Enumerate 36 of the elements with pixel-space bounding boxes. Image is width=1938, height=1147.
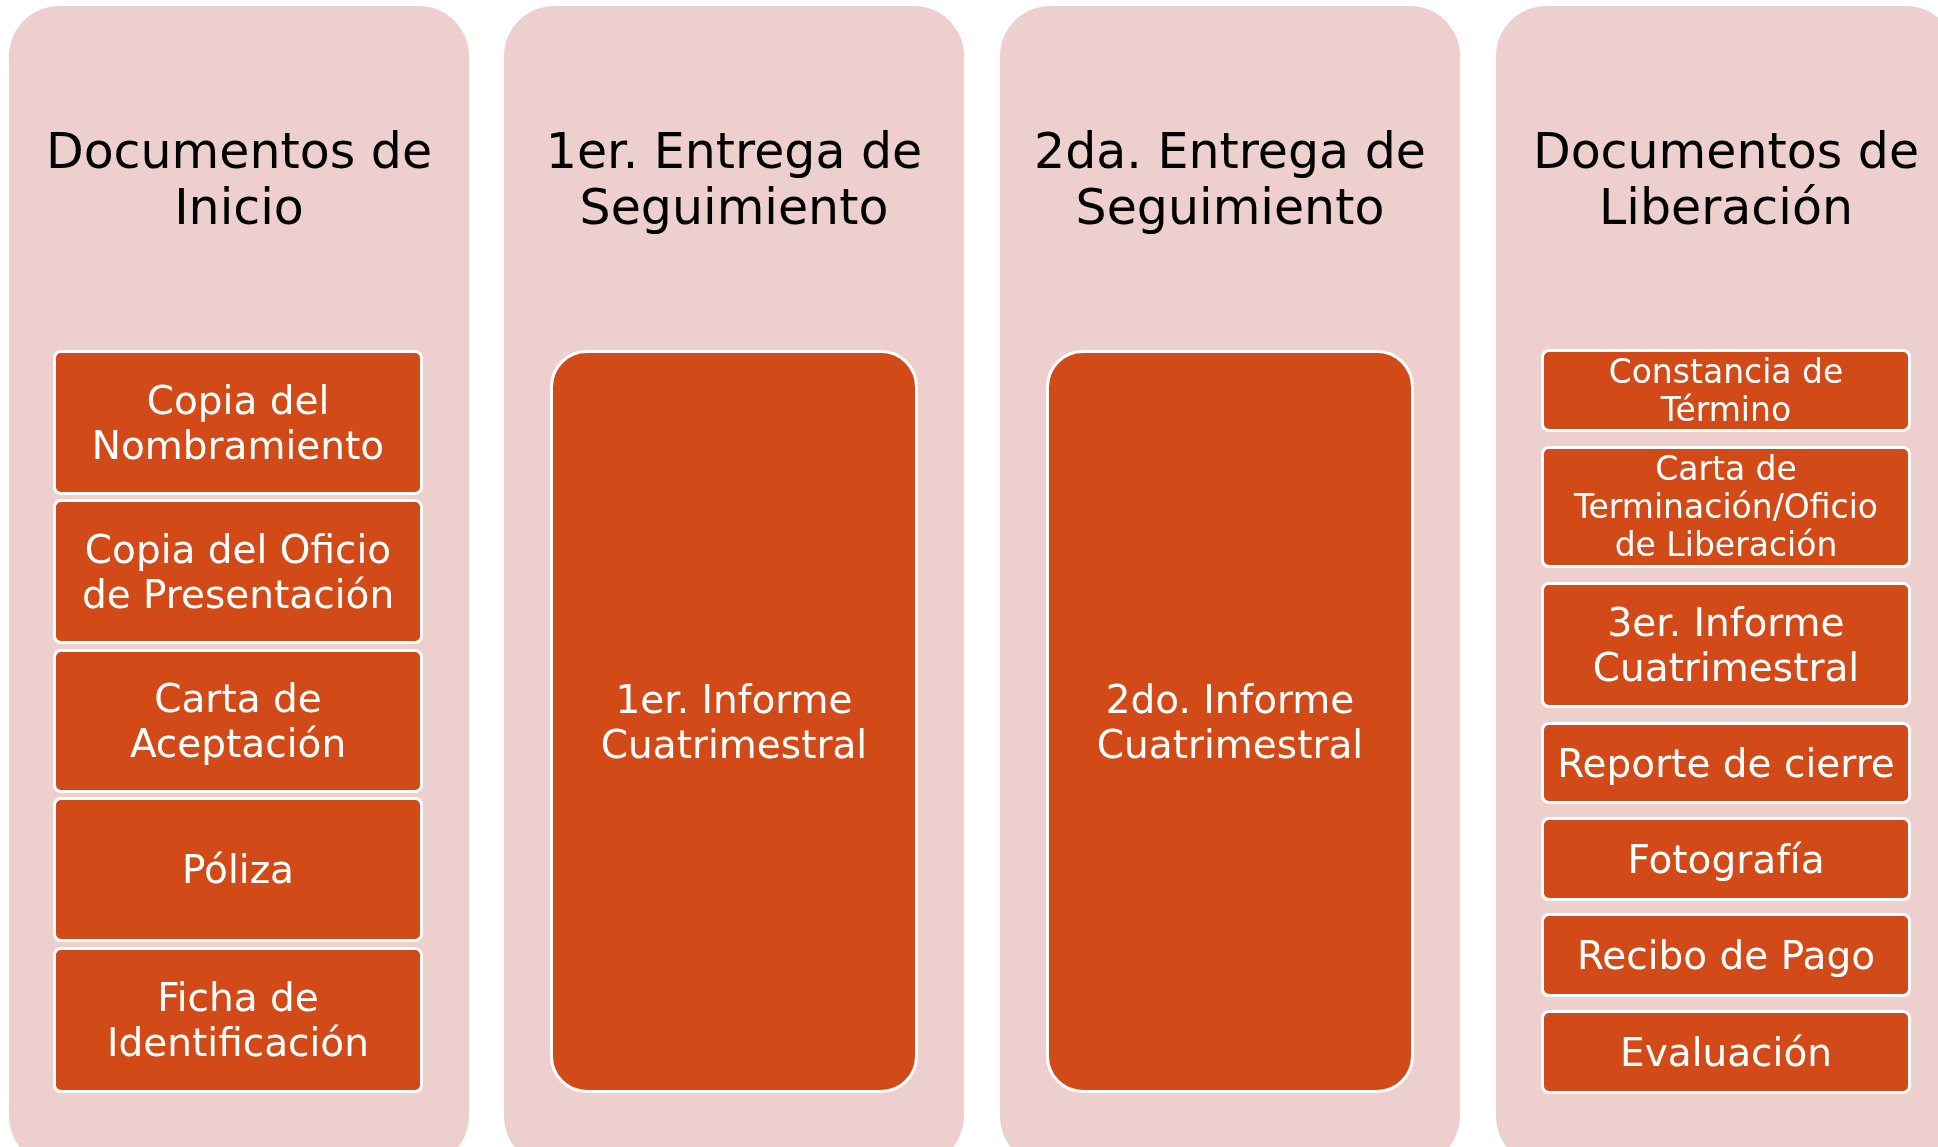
document-box [1541, 582, 1911, 708]
document-label: Ficha de Identificación [106, 975, 370, 1065]
document-label: Fotografía [1626, 836, 1826, 882]
document-label: Recibo de Pago [1575, 932, 1877, 978]
document-label: Reporte de cierre [1556, 740, 1896, 786]
document-box [1541, 1010, 1911, 1094]
document-box [1541, 913, 1911, 997]
column-heading: Documentos de Inicio [44, 124, 434, 236]
document-label: Copia del Oficio de Presentación [80, 526, 396, 617]
document-label: Evaluación [1619, 1029, 1833, 1075]
document-box [1046, 350, 1414, 1093]
document-label: 2do. Informe Cuatrimestral [1095, 676, 1365, 767]
document-box [1541, 722, 1911, 804]
document-label: Carta de Terminación/Oficio de Liberación [1572, 450, 1880, 564]
column-panel [504, 6, 964, 1147]
document-box [1541, 349, 1911, 432]
column-panel [1000, 6, 1460, 1147]
column-panel [1496, 6, 1938, 1147]
column-heading: Documentos de Liberación [1531, 124, 1921, 236]
document-label: Copia del Nombramiento [90, 377, 386, 468]
document-label: Póliza [181, 847, 295, 892]
document-box [53, 947, 423, 1093]
document-box [53, 649, 423, 793]
document-box [53, 350, 423, 495]
document-box [1541, 446, 1911, 568]
document-box [53, 499, 423, 644]
document-box [550, 350, 918, 1093]
document-box [53, 797, 423, 942]
document-label: Constancia de Término [1607, 352, 1845, 429]
column-panel [9, 6, 469, 1147]
column-heading: 1er. Entrega de Seguimiento [544, 124, 924, 236]
document-box [1541, 817, 1911, 901]
document-label: 1er. Informe Cuatrimestral [599, 676, 869, 767]
document-label: Carta de Aceptación [128, 676, 348, 766]
column-heading: 2da. Entrega de Seguimiento [1033, 124, 1427, 236]
document-label: 3er. Informe Cuatrimestral [1591, 600, 1861, 690]
